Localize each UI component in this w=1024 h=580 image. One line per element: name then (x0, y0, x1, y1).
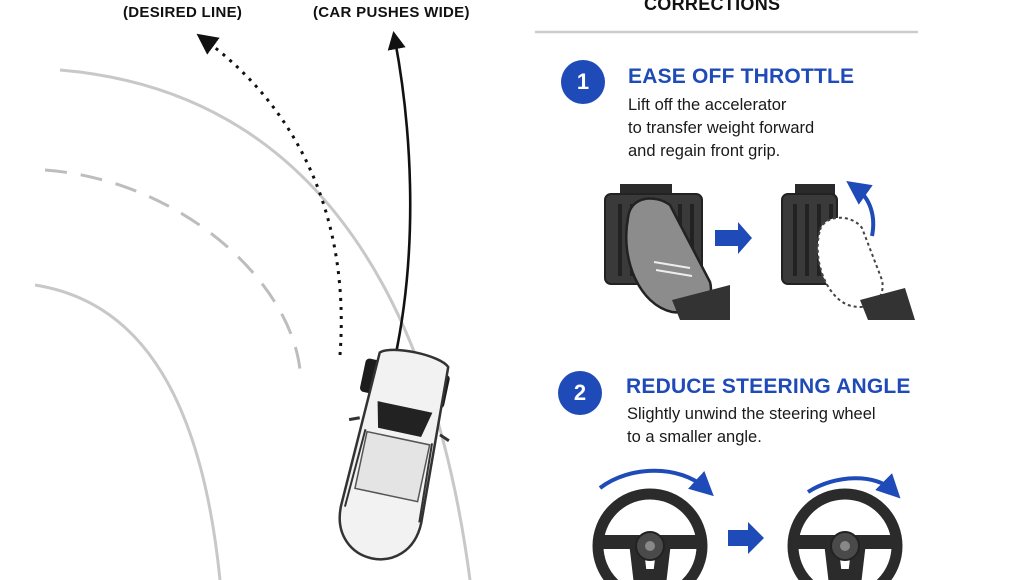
section-title: CORRECTIONS (644, 0, 781, 14)
step-2-number: 2 (573, 380, 587, 405)
road-outer-edge (59, 68, 472, 580)
desired-line-label: (DESIRED LINE) (123, 4, 243, 21)
pedal-pressed-illustration (604, 184, 730, 320)
step-1-description: Lift off the accelerator to transfer wei… (628, 94, 814, 163)
step-1-description-line: and regain front grip. (628, 142, 781, 160)
step-1-badge (561, 60, 605, 104)
road-center-line (44, 168, 302, 371)
step-2-transition-arrow (728, 522, 764, 554)
car-pushes-wide-label: (CAR PUSHES WIDE) (313, 4, 470, 21)
step-1-transition-arrow (715, 222, 752, 254)
steering-wheel-left (592, 488, 708, 580)
step-1-description-line: to transfer weight forward (628, 119, 815, 137)
car-illustration (338, 348, 450, 561)
step-1-title: EASE OFF THROTTLE (628, 65, 855, 88)
road-inner-edge (34, 283, 222, 580)
pushes-wide-path (387, 31, 412, 359)
step-1-number: 1 (576, 69, 590, 94)
step-1-description-line: Lift off the accelerator (628, 96, 787, 114)
steering-wheel-right (787, 488, 903, 580)
wheel-rotate-arrow-2 (806, 473, 901, 499)
step-2-description-line: to a smaller angle. (627, 428, 762, 446)
step-2-title: REDUCE STEERING ANGLE (626, 375, 911, 398)
pedal-released-illustration (781, 181, 915, 320)
lift-arrow (846, 181, 876, 237)
step-2-description: Slightly unwind the steering wheel to a … (627, 403, 876, 449)
wheel-rotate-arrow-1 (598, 468, 714, 497)
step-2-badge (558, 371, 602, 415)
step-2-description-line: Slightly unwind the steering wheel (627, 405, 876, 423)
